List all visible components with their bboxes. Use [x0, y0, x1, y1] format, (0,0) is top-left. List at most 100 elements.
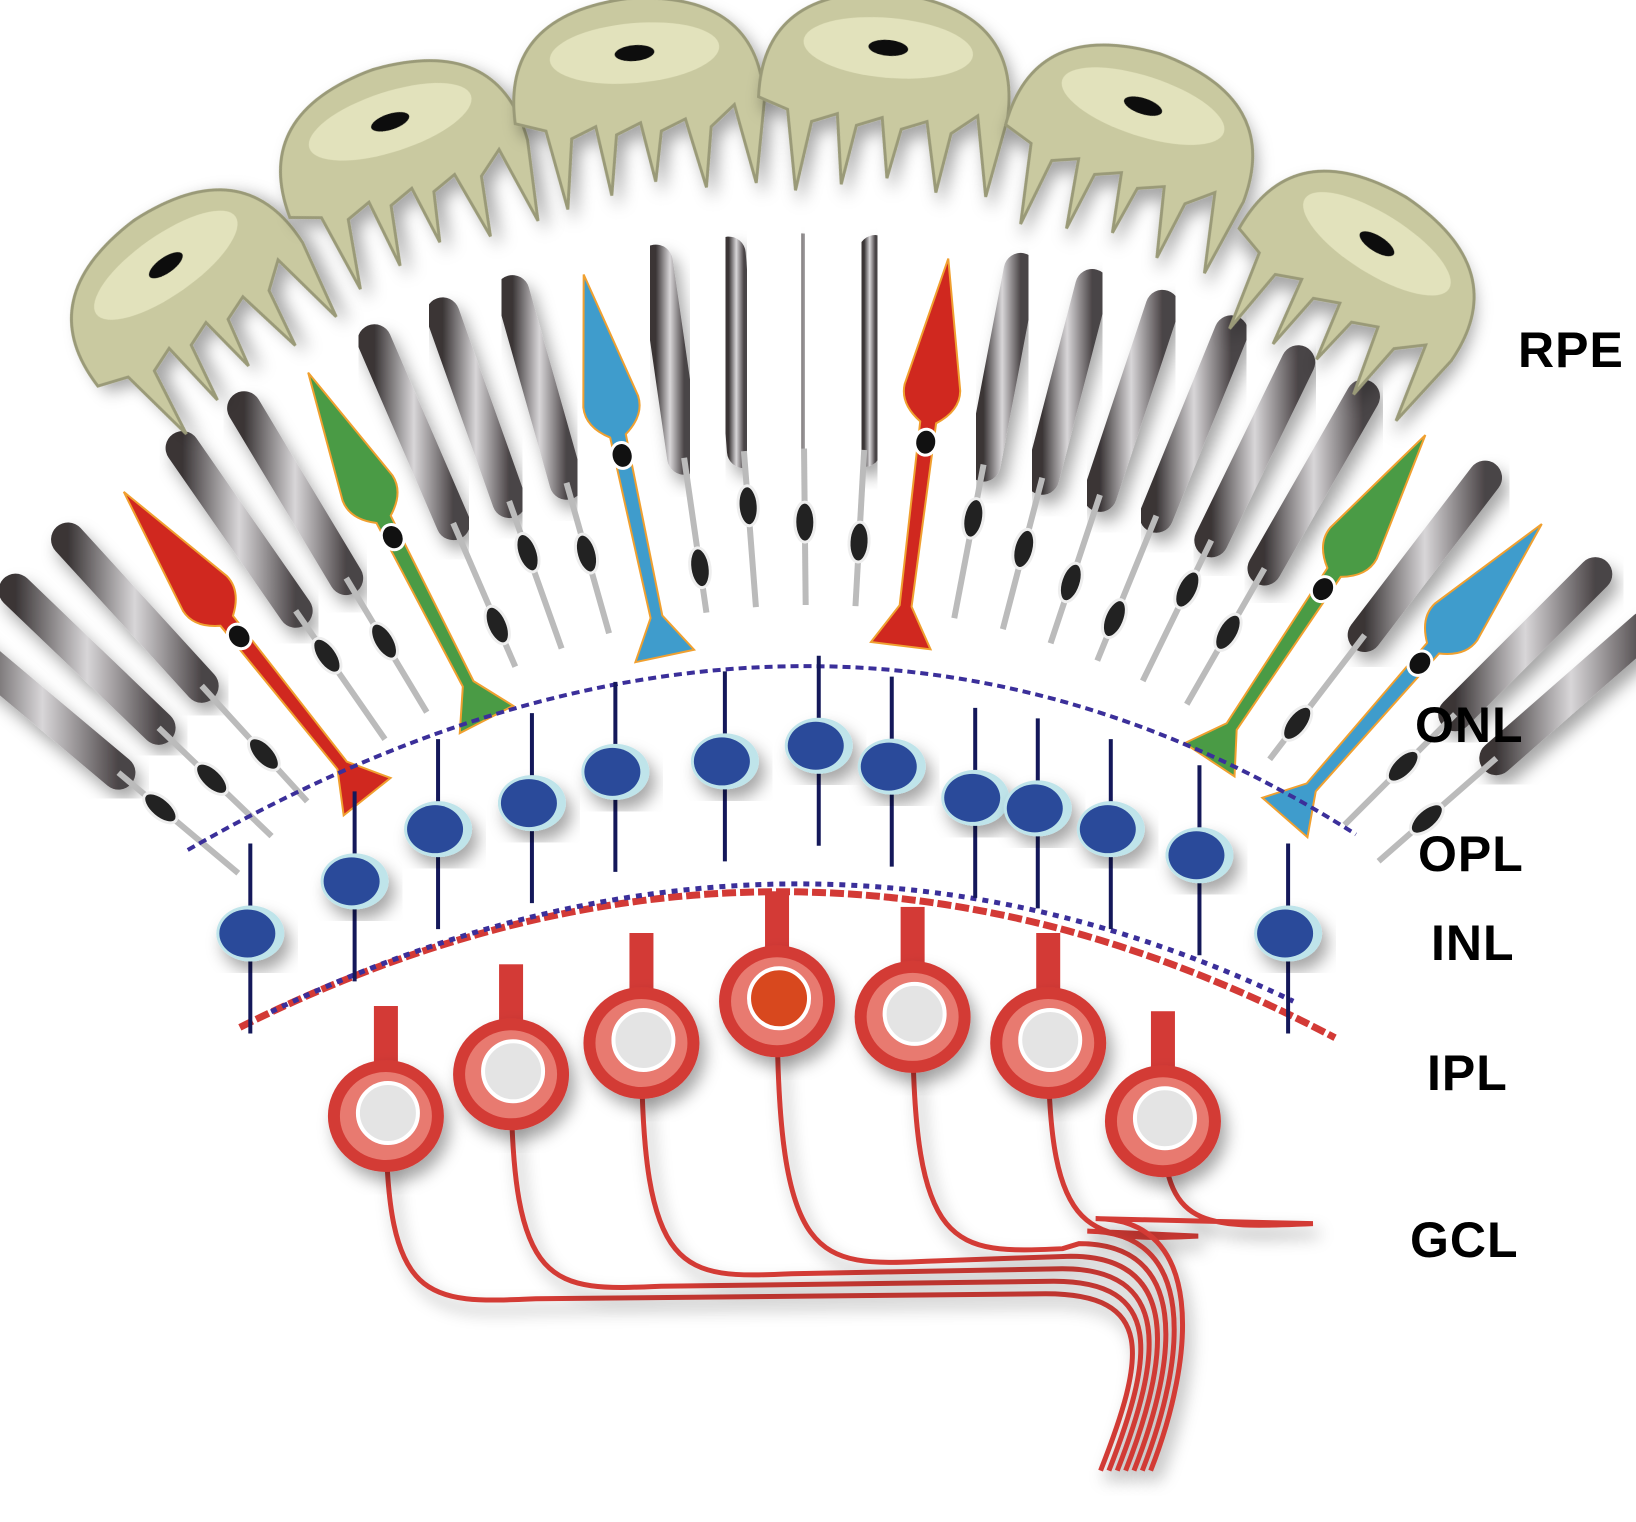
ganglion-nucleus	[611, 1008, 676, 1072]
ganglion-axon	[638, 1042, 1152, 1472]
rpe-cell	[512, 0, 766, 210]
rpe-cell	[1003, 43, 1255, 274]
cone-nucleus	[913, 427, 939, 457]
ganglion-nucleus	[1018, 1008, 1083, 1072]
rod-nucleus	[1057, 561, 1084, 604]
rod-nucleus	[847, 520, 871, 564]
photoreceptor-layer	[0, 233, 1636, 876]
rod-nucleus	[573, 532, 600, 575]
cone-nucleus	[609, 441, 635, 470]
cone-photoreceptor	[869, 258, 962, 651]
cone-body	[122, 491, 393, 818]
rod-outer-segment	[847, 235, 893, 467]
label-ipl: IPL	[1427, 1045, 1508, 1101]
cone-nucleus	[225, 622, 253, 651]
cone-photoreceptor	[1182, 434, 1427, 779]
ganglion-axon	[774, 1001, 1160, 1472]
rod-nucleus	[1281, 704, 1314, 742]
rod-nucleus	[194, 761, 230, 796]
rpe-cell	[1228, 169, 1476, 422]
label-gcl: GCL	[1410, 1212, 1519, 1268]
rpe-nucleus	[868, 39, 909, 57]
rod-outer-segment	[1247, 379, 1380, 586]
rpe-cell	[756, 0, 1011, 198]
rpe-cell	[69, 188, 338, 436]
rpe-nucleus	[1359, 231, 1395, 257]
rod-nucleus	[483, 604, 511, 646]
rod-axon	[116, 770, 241, 876]
rod-outer-segment	[1025, 269, 1110, 495]
bipolar-nucleus	[1168, 831, 1225, 880]
rod-nucleus	[1408, 802, 1445, 836]
rod-axon	[506, 500, 565, 650]
rod-nucleus	[1100, 598, 1128, 639]
rod-nucleus	[514, 532, 541, 574]
label-opl: OPL	[1418, 826, 1524, 882]
bipolar-nucleus	[1257, 909, 1314, 958]
rod-outer-segment	[638, 244, 702, 475]
rod-outer-segment	[0, 573, 176, 745]
rod-outer-segment	[0, 651, 136, 790]
rod-outer-segment	[966, 252, 1038, 482]
ganglion-axon	[383, 1116, 1135, 1472]
ganglion-nucleus	[747, 966, 812, 1031]
rpe-nucleus	[614, 44, 655, 62]
rod-axon	[450, 521, 519, 668]
cone-photoreceptor	[307, 371, 516, 735]
bipolar-nucleus	[1006, 784, 1063, 833]
ganglion-axon	[1045, 1042, 1199, 1472]
rod-outer-segment	[357, 324, 471, 541]
rod-axon	[1140, 539, 1215, 683]
cone-body	[307, 371, 516, 735]
rod-axon	[681, 457, 710, 614]
ganglion-axon	[910, 1016, 1169, 1472]
rod-nucleus	[961, 497, 986, 540]
cone-photoreceptor	[122, 491, 393, 818]
cone-photoreceptor	[582, 274, 697, 664]
rpe-layer	[69, 0, 1476, 436]
label-rpe: RPE	[1518, 322, 1624, 378]
rpe-cell-body	[1003, 43, 1255, 274]
rod-outer-segment	[1438, 557, 1613, 732]
rod-nucleus	[311, 636, 343, 675]
bipolar-nucleus	[787, 721, 844, 770]
bipolar-nucleus	[693, 737, 750, 786]
bipolar-nucleus	[584, 747, 641, 796]
bipolar-nucleus	[219, 909, 276, 958]
rod-outer-segment	[1194, 345, 1316, 558]
bipolar-nucleus	[407, 805, 464, 854]
rod-axon	[293, 609, 388, 741]
rpe-nucleus	[1123, 96, 1163, 116]
rod-outer-segment	[425, 297, 527, 519]
rod-outer-segment	[495, 275, 584, 500]
rod-outer-segment	[165, 431, 313, 628]
ganglion-nucleus	[1132, 1086, 1197, 1151]
label-inl: INL	[1431, 915, 1515, 971]
cone-body	[1260, 523, 1543, 840]
ganglion-cell-layer	[327, 891, 1221, 1178]
cone-photoreceptor	[1260, 523, 1543, 840]
rod-nucleus	[369, 621, 399, 661]
plexiform-layers	[186, 664, 1357, 1041]
cone-nucleus	[379, 523, 406, 552]
rod-outer-segment	[227, 391, 364, 596]
ganglion-axon	[1095, 1121, 1314, 1472]
bipolar-nucleus	[944, 773, 1001, 822]
rod-outer-segment	[711, 236, 761, 469]
rod-outer-segment	[1347, 460, 1503, 653]
rpe-cell	[279, 59, 540, 290]
rod-outer-segment	[1082, 289, 1180, 512]
rod-nucleus	[1173, 569, 1202, 610]
rod-axon	[1094, 514, 1160, 662]
rod-nucleus	[793, 500, 817, 544]
ganglion-nucleus	[481, 1039, 546, 1104]
ganglion-axons	[383, 1001, 1314, 1472]
ipl-plexus-blue	[270, 881, 1295, 1014]
rod-outer-segment	[1139, 315, 1249, 533]
cone-nucleus	[1406, 649, 1434, 677]
rod-outer-segment	[1479, 613, 1636, 776]
rod-nucleus	[142, 791, 179, 825]
inner-nuclear-layer	[216, 655, 1323, 1034]
